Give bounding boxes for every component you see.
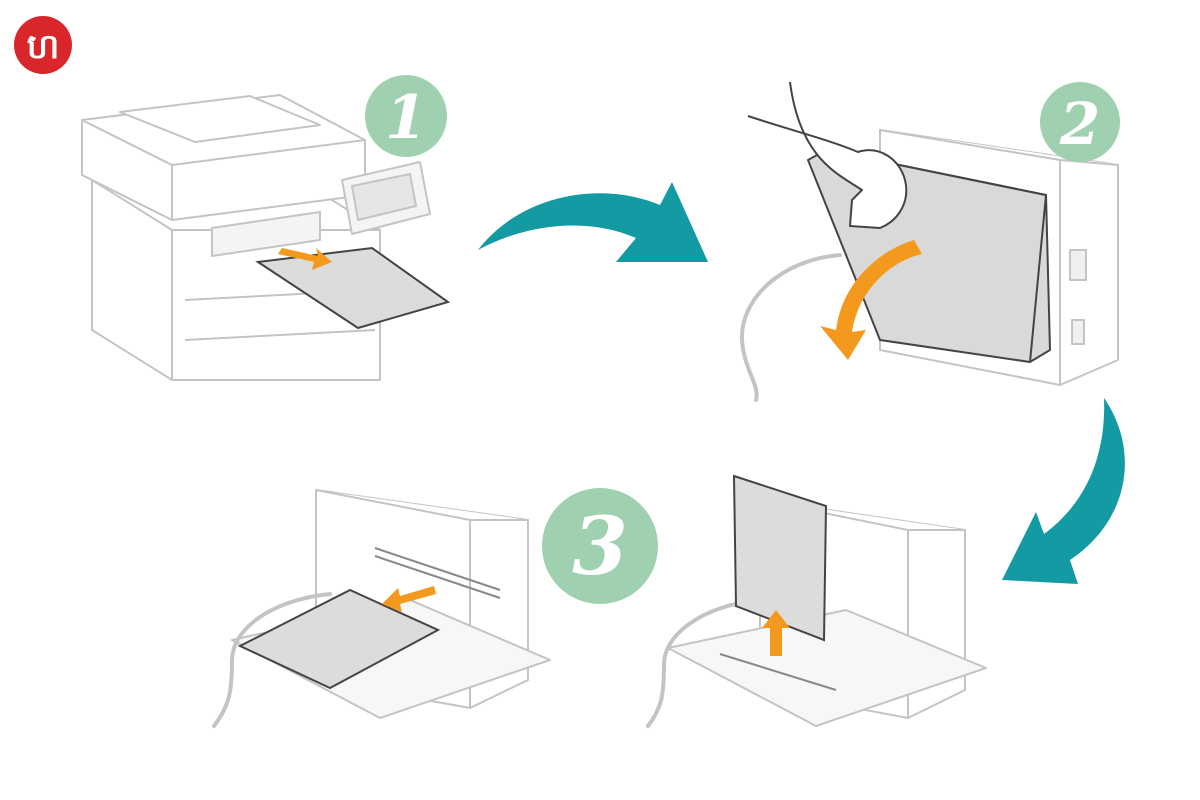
rear-cover-inner	[825, 149, 1048, 363]
open-arrow-orange-2	[820, 240, 922, 360]
jammed-paper-front	[255, 246, 451, 330]
power-cable-3a	[212, 592, 332, 728]
printer-front-illustration	[81, 94, 431, 381]
power-cable-3b	[646, 598, 762, 728]
step-badge-3: 3	[542, 488, 658, 604]
pull-arrow-orange-3b	[762, 610, 790, 656]
hand-illustration	[747, 81, 908, 229]
flow-arrow-2-to-3	[1002, 398, 1125, 584]
brand-logo-text: ហ	[27, 27, 59, 67]
jammed-paper-rear-lying	[237, 588, 441, 690]
step-number-3: 3	[572, 499, 628, 593]
step-badge-2: 2	[1040, 82, 1120, 162]
power-cable-2	[739, 253, 842, 402]
flow-arrow-1-to-2	[478, 182, 708, 262]
printer-rear-open-right	[667, 499, 987, 727]
step-badge-1: 1	[365, 75, 447, 157]
pull-arrow-orange-1	[278, 248, 332, 270]
brand-logo: ហ	[14, 16, 72, 74]
step-number-2: 2	[1059, 90, 1100, 158]
step-number-1: 1	[385, 83, 427, 153]
jammed-paper-rear-upright	[732, 474, 828, 642]
pull-arrow-orange-3a	[382, 586, 436, 612]
